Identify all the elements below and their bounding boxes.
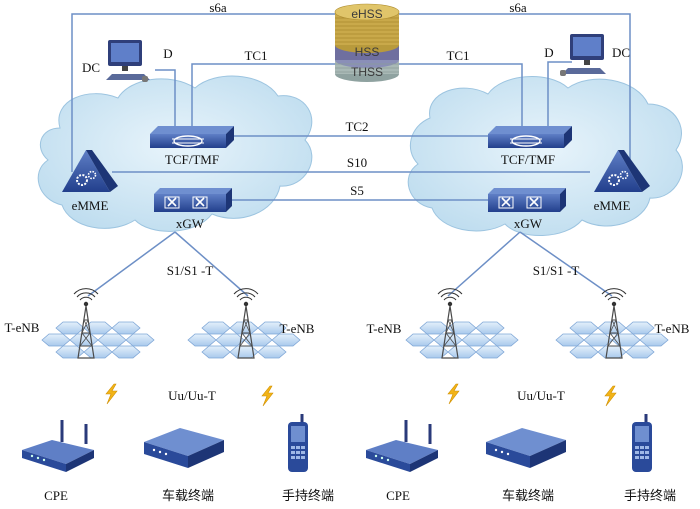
xgw-router-icon-right bbox=[488, 188, 566, 212]
handheld-terminal-icon-left bbox=[288, 414, 308, 472]
enb-label-2: T-eNB bbox=[280, 321, 315, 336]
enb-tower-icon-1 bbox=[41, 287, 155, 359]
terminal-left-cpe-label: CPE bbox=[44, 488, 68, 503]
emme-icon-right bbox=[594, 150, 650, 192]
hss-middle-label: HSS bbox=[355, 45, 380, 59]
emme-icon-left bbox=[62, 150, 118, 192]
enb-tower-icon-3 bbox=[405, 287, 519, 359]
tcf-switch-icon-left bbox=[150, 126, 234, 148]
s6a-right-label: s6a bbox=[509, 0, 527, 15]
dc-computer-icon-right bbox=[560, 34, 606, 76]
dc-left-label: DC bbox=[82, 60, 100, 75]
enb-label-1: T-eNB bbox=[5, 320, 40, 335]
s5-label: S5 bbox=[350, 183, 364, 198]
uu-left-label: Uu/Uu-T bbox=[168, 388, 216, 403]
s10-label: S10 bbox=[347, 155, 367, 170]
radio-bolt-icon-1 bbox=[105, 383, 118, 405]
xgw-left-label: xGW bbox=[176, 216, 205, 231]
s1-left-label: S1/S1 -T bbox=[167, 263, 214, 278]
cpe-router-icon-left bbox=[22, 420, 94, 472]
cpe-router-icon-right bbox=[366, 420, 438, 472]
xgw-right-label: xGW bbox=[514, 216, 543, 231]
tcf-switch-icon-right bbox=[488, 126, 572, 148]
left-core-cloud bbox=[37, 75, 313, 232]
terminal-left-handheld-label: 手持终端 bbox=[282, 488, 334, 503]
radio-bolt-icon-3 bbox=[447, 383, 460, 405]
radio-bolt-icon-4 bbox=[604, 385, 617, 407]
radio-bolt-icon-2 bbox=[261, 385, 274, 407]
dc-computer-icon-left bbox=[106, 40, 150, 82]
xgw-router-icon-left bbox=[154, 188, 232, 212]
hss-stack: eHSS HSS THSS bbox=[334, 3, 400, 82]
tc1-right-label: TC1 bbox=[446, 48, 469, 63]
enb-label-3: T-eNB bbox=[367, 321, 402, 336]
right-core-cloud bbox=[407, 76, 683, 236]
dc-right-label: DC bbox=[612, 45, 630, 60]
terminal-right-cpe-label: CPE bbox=[386, 488, 410, 503]
vehicle-terminal-icon-right bbox=[486, 428, 566, 468]
link-lines bbox=[71, 13, 631, 297]
tc2-label: TC2 bbox=[345, 119, 368, 134]
tcf-left-label: TCF/TMF bbox=[165, 152, 219, 167]
terminal-right-vehicle-label: 车载终端 bbox=[502, 488, 554, 503]
tc1-left-label: TC1 bbox=[244, 48, 267, 63]
terminal-left-vehicle-label: 车载终端 bbox=[162, 488, 214, 503]
handheld-terminal-icon-right bbox=[632, 414, 652, 472]
hss-top-label: eHSS bbox=[351, 7, 382, 21]
emme-right-label: eMME bbox=[594, 198, 631, 213]
uu-right-label: Uu/Uu-T bbox=[517, 388, 565, 403]
enb-tower-icon-4 bbox=[555, 287, 669, 359]
vehicle-terminal-icon-left bbox=[144, 428, 224, 468]
tcf-right-label: TCF/TMF bbox=[501, 152, 555, 167]
s6a-left-label: s6a bbox=[209, 0, 227, 15]
d-left-label: D bbox=[163, 46, 172, 61]
hss-bottom-label: THSS bbox=[351, 65, 383, 79]
enb-label-4: T-eNB bbox=[655, 321, 690, 336]
d-right-label: D bbox=[544, 45, 553, 60]
s1-right-label: S1/S1 -T bbox=[533, 263, 580, 278]
emme-left-label: eMME bbox=[72, 198, 109, 213]
terminal-right-handheld-label: 手持终端 bbox=[624, 488, 676, 503]
